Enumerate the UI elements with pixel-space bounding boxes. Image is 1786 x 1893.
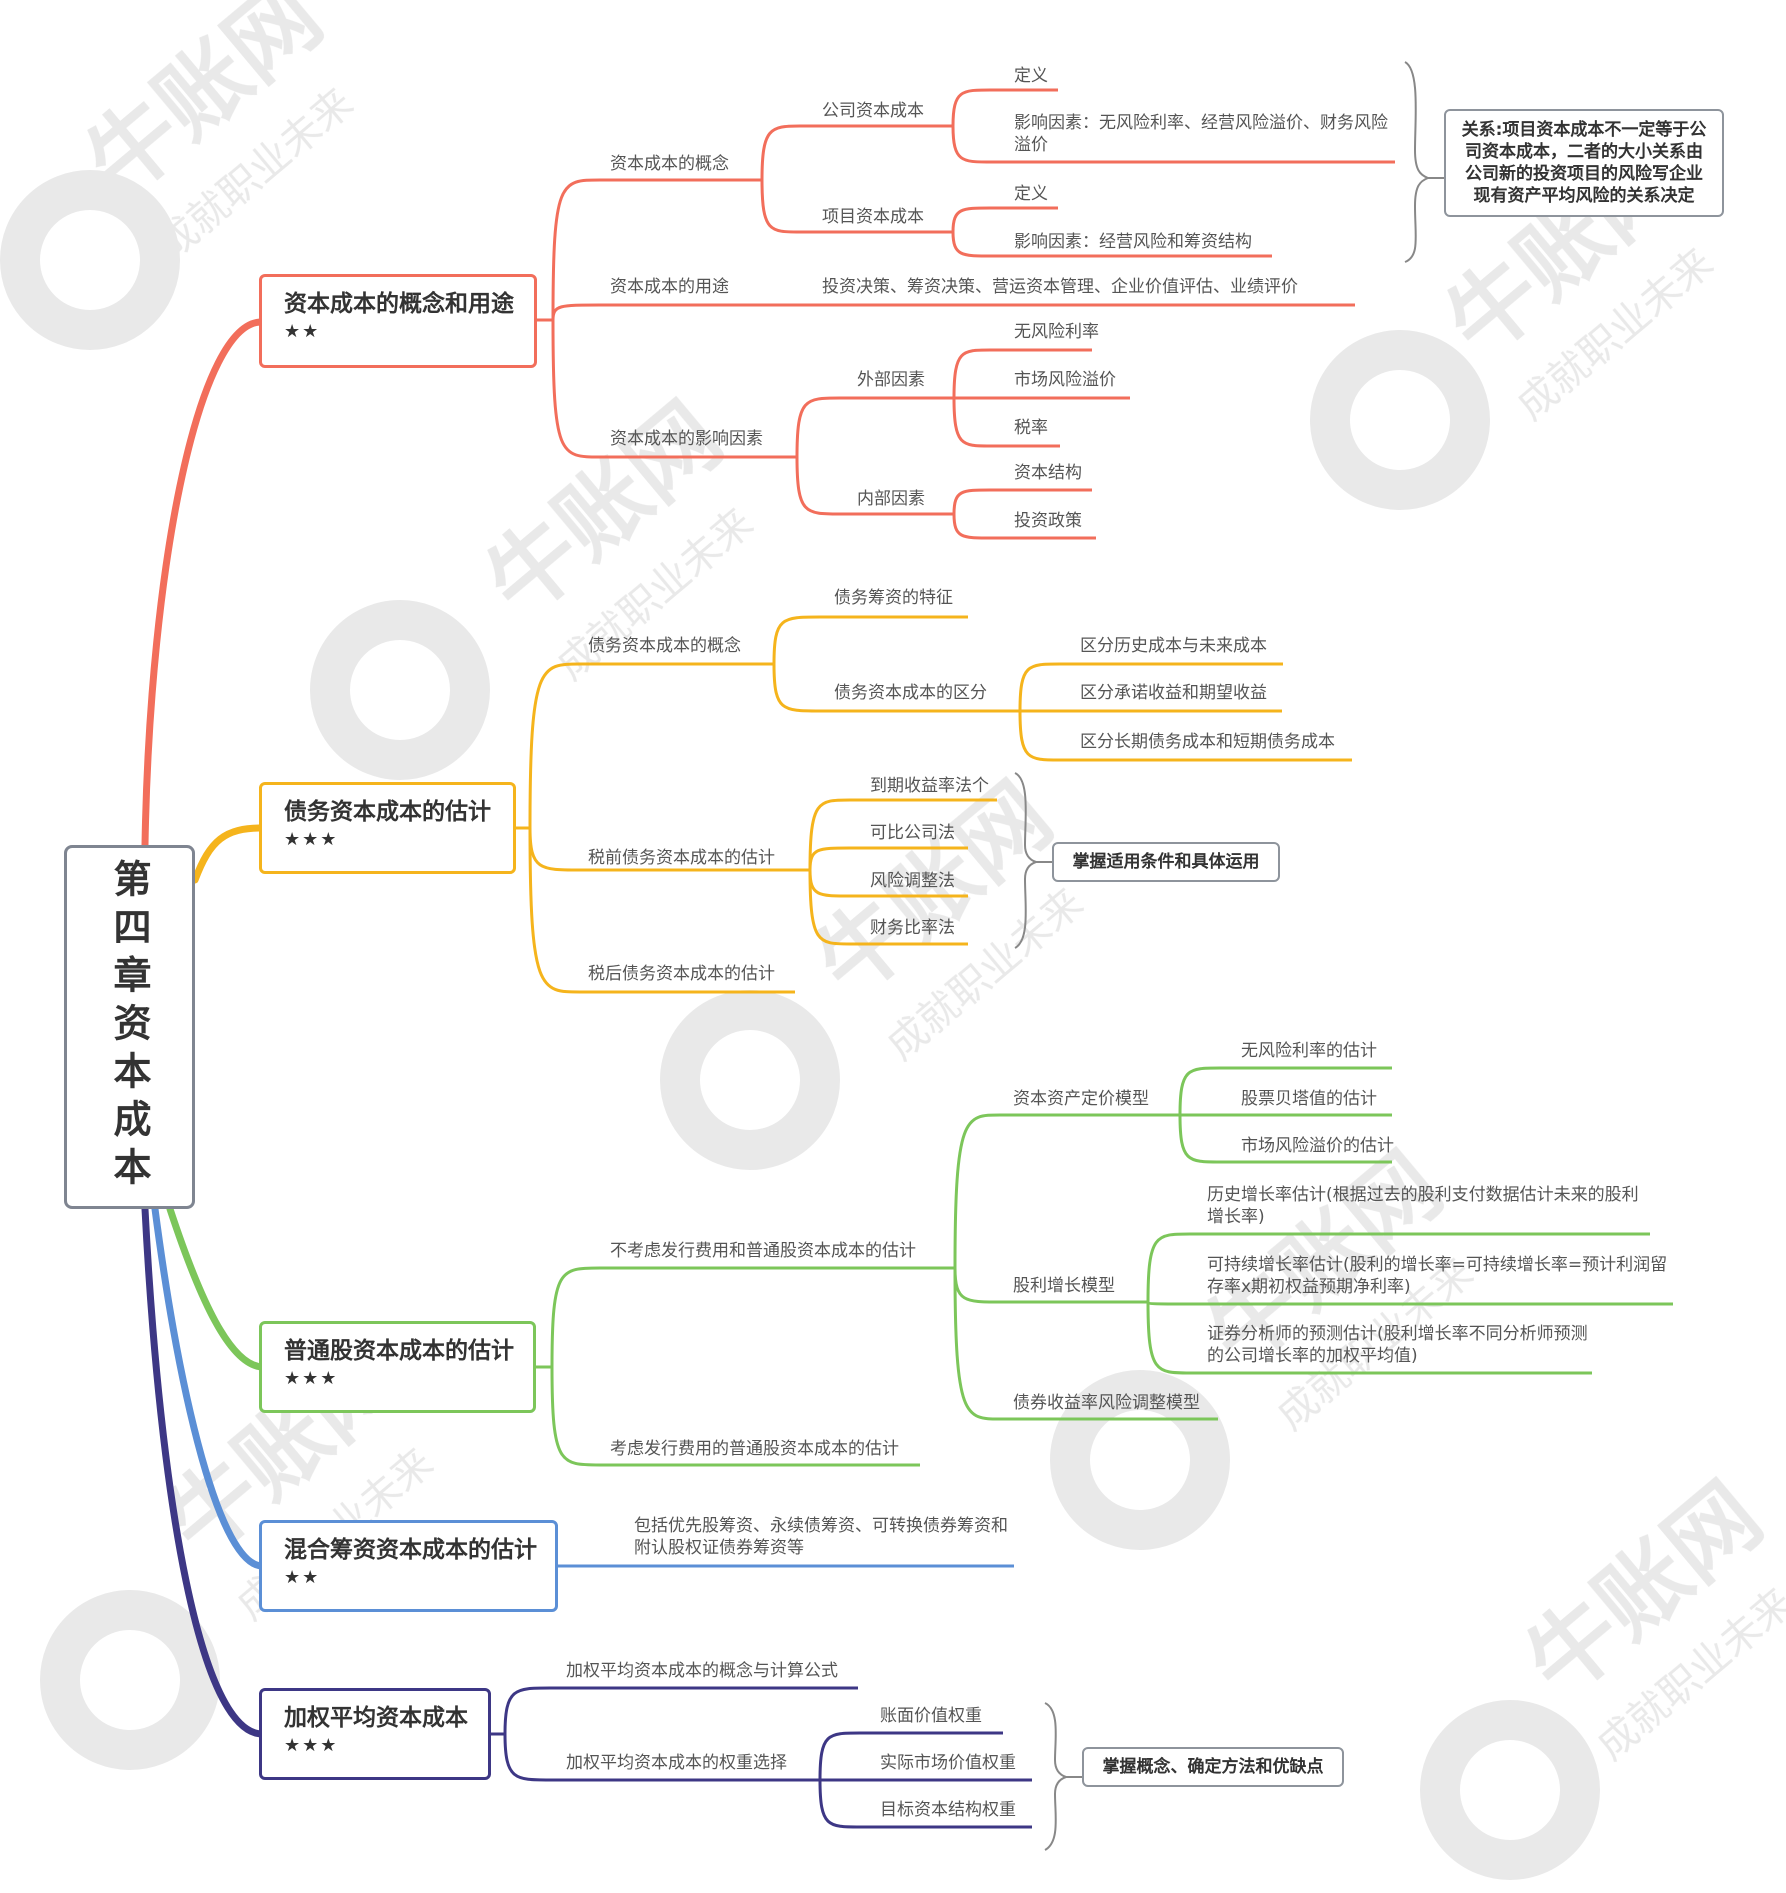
node-capm-1[interactable]: 无风险利率的估计 (1241, 1041, 1377, 1061)
topic-capital-cost-concept[interactable]: 资本成本的概念和用途 ★★ (259, 274, 537, 368)
section-1-lines (537, 88, 1395, 540)
section-5-lines (491, 1686, 1032, 1829)
root-branch-4 (151, 1205, 266, 1570)
node-capital-cost-influence[interactable]: 资本成本的影响因素 (610, 429, 763, 449)
note-relation[interactable]: 关系:项目资本成本不一定等于公司资本成本，二者的大小关系由公司新的投资项目的风险… (1444, 109, 1724, 217)
note-brace-2 (1014, 772, 1040, 949)
node-external-1[interactable]: 无风险利率 (1014, 322, 1099, 342)
node-company-definition[interactable]: 定义 (1014, 66, 1048, 86)
node-pretax-debt[interactable]: 税前债务资本成本的估计 (588, 848, 775, 868)
section-3-lines (536, 1066, 1673, 1467)
node-capital-cost-concept[interactable]: 资本成本的概念 (610, 154, 729, 174)
topic-stars: ★★ (284, 1567, 321, 1588)
node-wacc-weight[interactable]: 加权平均资本成本的权重选择 (566, 1753, 787, 1773)
node-dividend-growth[interactable]: 股利增长模型 (1013, 1276, 1115, 1296)
node-project-capital-cost[interactable]: 项目资本成本 (822, 207, 924, 227)
node-external-2[interactable]: 市场风险溢价 (1014, 370, 1116, 390)
node-hybrid-detail[interactable]: 包括优先股筹资、永续债筹资、可转换债券筹资和附认股权证债券筹资等 (634, 1516, 1008, 1558)
node-aftertax-debt[interactable]: 税后债务资本成本的估计 (588, 964, 775, 984)
watermark-text: 牛账网 (467, 383, 741, 637)
node-capm[interactable]: 资本资产定价模型 (1013, 1089, 1149, 1109)
node-debt-distinguish[interactable]: 债务资本成本的区分 (834, 683, 987, 703)
note-apply[interactable]: 掌握适用条件和具体运用 (1052, 842, 1280, 882)
node-distinguish-3[interactable]: 区分长期债务成本和短期债务成本 (1080, 732, 1335, 752)
topic-title: 债务资本成本的估计 (284, 799, 491, 825)
node-capital-cost-use[interactable]: 资本成本的用途 (610, 277, 729, 297)
node-external-3[interactable]: 税率 (1014, 418, 1048, 438)
note-brace-1 (1404, 61, 1431, 263)
topic-title: 普通股资本成本的估计 (284, 1338, 514, 1364)
note-wacc[interactable]: 掌握概念、确定方法和优缺点 (1082, 1747, 1344, 1787)
topic-stars: ★★★ (284, 829, 339, 850)
node-weight-2[interactable]: 实际市场价值权重 (880, 1753, 1016, 1773)
root-title: 第四章资本成本 (107, 859, 151, 1195)
topic-hybrid-cost[interactable]: 混合筹资资本成本的估计 ★★ (259, 1520, 558, 1612)
note-brace-3 (1044, 1702, 1070, 1851)
topic-stars: ★★ (284, 321, 321, 342)
node-debt-cost-concept[interactable]: 债务资本成本的概念 (588, 636, 741, 656)
node-company-factors[interactable]: 影响因素：无风险利率、经营风险溢价、财务风险溢价 (1014, 113, 1388, 155)
node-equity-no-fee[interactable]: 不考虑发行费用和普通股资本成本的估计 (610, 1241, 916, 1261)
root-branch-2 (191, 824, 266, 884)
node-internal-1[interactable]: 资本结构 (1014, 463, 1082, 483)
topic-debt-cost[interactable]: 债务资本成本的估计 ★★★ (259, 782, 516, 874)
node-internal-2[interactable]: 投资政策 (1014, 511, 1082, 531)
topic-wacc[interactable]: 加权平均资本成本 ★★★ (259, 1688, 491, 1780)
node-capm-2[interactable]: 股票贝塔值的估计 (1241, 1089, 1377, 1109)
topic-title: 加权平均资本成本 (284, 1705, 468, 1731)
node-distinguish-1[interactable]: 区分历史成本与未来成本 (1080, 636, 1267, 656)
root-branch-1 (141, 318, 266, 849)
section-2-lines (516, 615, 1352, 994)
node-company-capital-cost[interactable]: 公司资本成本 (822, 101, 924, 121)
topic-equity-cost[interactable]: 普通股资本成本的估计 ★★★ (259, 1321, 536, 1413)
topic-stars: ★★★ (284, 1368, 339, 1389)
node-use-detail[interactable]: 投资决策、筹资决策、营运资本管理、企业价值评估、业绩评价 (822, 277, 1298, 297)
node-capm-3[interactable]: 市场风险溢价的估计 (1241, 1136, 1394, 1156)
node-method-1[interactable]: 到期收益率法个 (870, 776, 989, 796)
node-method-2[interactable]: 可比公司法 (870, 823, 955, 843)
node-bond-yield-model[interactable]: 债券收益率风险调整模型 (1013, 1393, 1200, 1413)
topic-stars: ★★★ (284, 1735, 339, 1756)
root-branch-5 (141, 1205, 266, 1738)
node-growth-2[interactable]: 可持续增长率估计(股利的增长率=可持续增长率=预计利润留存率x期初权益预期净利率… (1207, 1255, 1668, 1297)
node-method-4[interactable]: 财务比率法 (870, 918, 955, 938)
node-debt-feature[interactable]: 债务筹资的特征 (834, 588, 953, 608)
node-growth-3[interactable]: 证券分析师的预测估计(股利增长率不同分析师预测的公司增长率的加权平均值) (1207, 1324, 1588, 1366)
node-internal-factors[interactable]: 内部因素 (857, 489, 925, 509)
node-project-factors[interactable]: 影响因素：经营风险和筹资结构 (1014, 232, 1252, 252)
node-equity-with-fee[interactable]: 考虑发行费用的普通股资本成本的估计 (610, 1439, 899, 1459)
node-method-3[interactable]: 风险调整法 (870, 871, 955, 891)
node-growth-1[interactable]: 历史增长率估计(根据过去的股利支付数据估计未来的股利增长率) (1207, 1185, 1639, 1227)
node-weight-3[interactable]: 目标资本结构权重 (880, 1800, 1016, 1820)
node-project-definition[interactable]: 定义 (1014, 184, 1048, 204)
topic-title: 资本成本的概念和用途 (284, 291, 514, 317)
node-external-factors[interactable]: 外部因素 (857, 370, 925, 390)
node-wacc-concept[interactable]: 加权平均资本成本的概念与计算公式 (566, 1661, 838, 1681)
watermark-text: 牛账网 (1507, 1463, 1781, 1717)
topic-title: 混合筹资资本成本的估计 (284, 1537, 537, 1563)
root-node[interactable]: 第四章资本成本 (64, 845, 195, 1209)
node-distinguish-2[interactable]: 区分承诺收益和期望收益 (1080, 683, 1267, 703)
root-branch-3 (166, 1205, 266, 1371)
node-weight-1[interactable]: 账面价值权重 (880, 1706, 982, 1726)
